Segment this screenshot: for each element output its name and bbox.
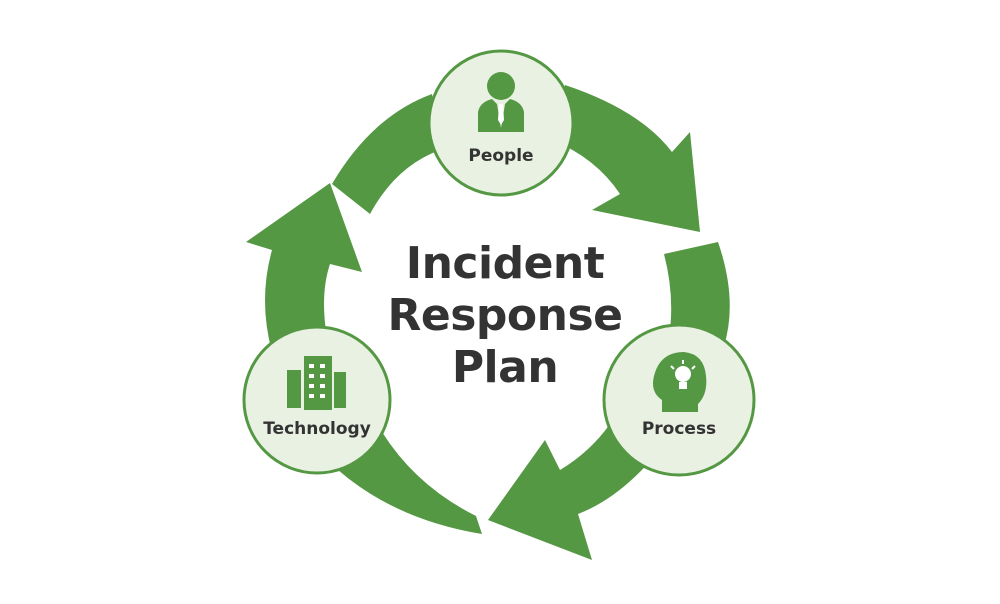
person-icon [478,72,524,132]
band-bottom-left [338,432,482,534]
head-lightbulb-icon [653,352,707,412]
band-top-left [332,94,440,214]
cycle-arrows [246,85,730,560]
title-line-3: Plan [451,342,559,393]
diagram-title: Incident Response Plan [340,238,670,394]
title-line-2: Response [387,290,624,341]
node-label-process: Process [641,419,717,439]
title-line-1: Incident [405,238,605,289]
band-right [664,242,730,346]
arrow-process-to-technology [488,424,658,560]
node-label-technology: Technology [263,419,371,439]
node-process [602,323,756,477]
arrow-people-to-process [552,85,700,232]
buildings-icon [287,356,346,410]
node-people [427,49,575,197]
node-label-people: People [468,146,534,166]
node-technology [242,325,392,475]
arrow-technology-to-people [246,183,362,352]
